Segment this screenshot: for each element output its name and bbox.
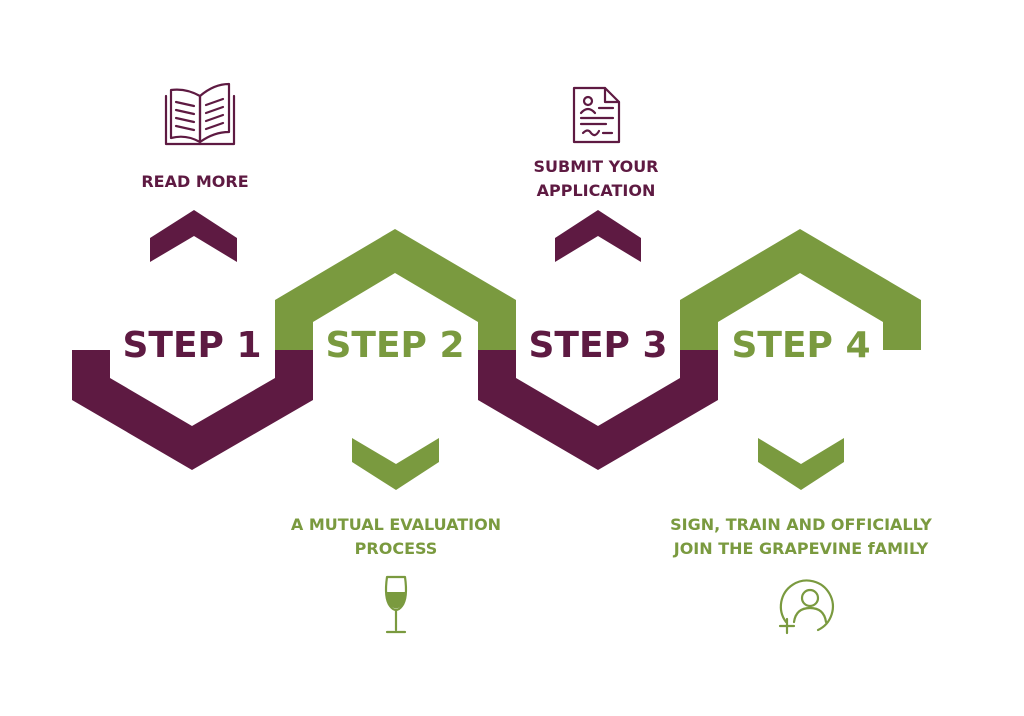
step2-caption-line1: A MUTUAL EVALUATION: [291, 515, 501, 534]
step3-caption-line1: SUBMIT YOUR: [534, 157, 659, 176]
step4-down-chevron: [758, 438, 844, 490]
step4-label: STEP 4: [731, 325, 870, 366]
step4-caption-line2: JOIN THE GRAPEVINE fAMILY: [673, 539, 929, 558]
step2-label: STEP 2: [325, 325, 464, 366]
step3-hex-band: [478, 350, 718, 470]
step4-caption-line1: SIGN, TRAIN AND OFFICIALLY: [670, 515, 932, 534]
open-book-icon: [164, 82, 236, 146]
step2-down-chevron: [352, 438, 439, 490]
step2-caption-line2: PROCESS: [355, 539, 438, 558]
wine-glass-icon: [384, 575, 408, 634]
step2-hex-band: [275, 229, 516, 350]
add-user-icon: [778, 579, 834, 635]
step1-hex-band: [72, 350, 313, 470]
step1-up-chevron: [150, 210, 237, 262]
step1-caption: READ MORE: [141, 172, 248, 191]
step3-label: STEP 3: [528, 325, 667, 366]
application-document-icon: [572, 86, 621, 144]
step3-caption-line2: APPLICATION: [537, 181, 656, 200]
step3-up-chevron: [555, 210, 641, 262]
step1-label: STEP 1: [122, 325, 261, 366]
step4-hex-band: [680, 229, 921, 350]
